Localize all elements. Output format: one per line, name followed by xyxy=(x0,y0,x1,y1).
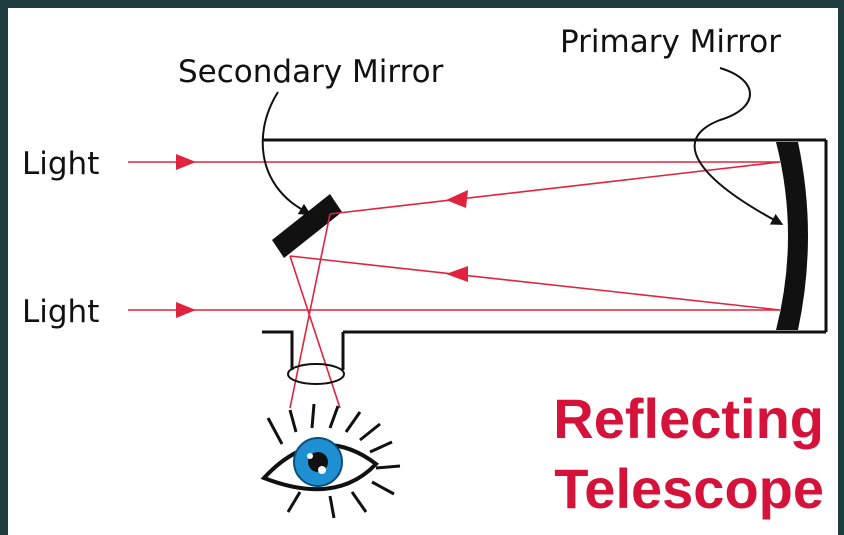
label-pointers xyxy=(261,67,784,225)
title-line-1: Reflecting xyxy=(553,387,824,450)
diagram-frame xyxy=(8,8,838,535)
arrow-icon xyxy=(446,266,468,282)
light-rays xyxy=(128,161,781,409)
ray-arrows xyxy=(176,154,468,318)
arrow-icon xyxy=(176,154,196,170)
telescope-tube xyxy=(262,138,828,370)
primary-mirror xyxy=(776,142,808,330)
arrow-icon xyxy=(446,190,468,208)
primary-mirror-pointer xyxy=(693,67,784,225)
primary-mirror-label: Primary Mirror xyxy=(560,24,781,60)
light-label-top: Light xyxy=(22,146,99,182)
arrow-icon xyxy=(176,302,196,318)
secondary-mirror-label: Secondary Mirror xyxy=(178,54,444,90)
secondary-mirror-pointer xyxy=(261,91,312,216)
eye-icon xyxy=(260,403,401,519)
lens-icon xyxy=(287,363,345,385)
light-label-bottom: Light xyxy=(22,294,99,330)
secondary-mirror xyxy=(272,194,342,258)
title-line-2: Telescope xyxy=(554,457,824,520)
